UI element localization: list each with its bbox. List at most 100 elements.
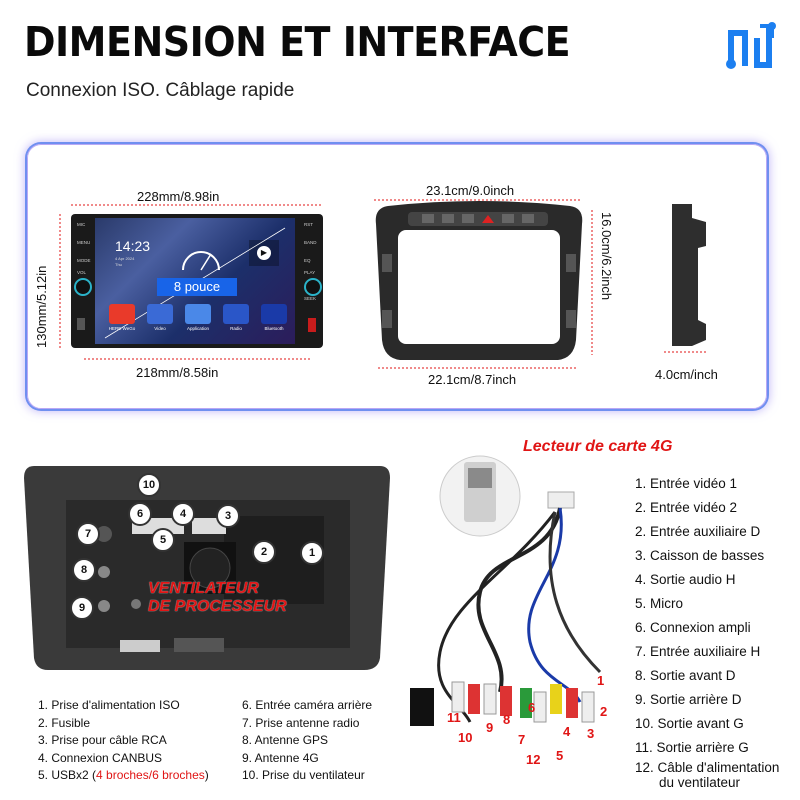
unit-width-top-label: 228mm/8.98in (137, 189, 220, 204)
cable-num-3: 3 (587, 726, 595, 741)
legend-item: 6. Entrée caméra arrière (242, 698, 373, 712)
screen-date: 4 Apr 2024 (115, 256, 135, 261)
legend-item: 4. Connexion CANBUS (38, 750, 163, 765)
screen-size-badge: 8 pouce (157, 278, 237, 296)
cable-num-11: 11 (447, 710, 461, 725)
red-port-icon (308, 318, 316, 332)
bluetooth-app-icon (261, 304, 287, 324)
legend-item: 10. Sortie avant G (635, 716, 744, 731)
legend-item: 2. Fusible (38, 715, 91, 730)
page-title: DIMENSION ET INTERFACE (24, 18, 571, 66)
fan-label-line2: DE PROCESSEUR (148, 598, 287, 615)
legend-item: 6. Connexion ampli (635, 620, 751, 635)
brand-logo-icon (726, 22, 776, 69)
fan-label-line1: VENTILATEUR (148, 580, 259, 597)
seek-knob (304, 278, 322, 296)
callout-4: 4 (171, 502, 195, 526)
callout-8: 8 (72, 558, 96, 582)
legend-item: 10. Prise du ventilateur (242, 768, 365, 782)
legend-item: 8. Sortie avant D (635, 668, 736, 683)
callout-2: 2 (252, 540, 276, 564)
mode-label: MODE (77, 258, 91, 263)
cable-num-8: 8 (503, 712, 511, 727)
cable-num-10: 10 (458, 730, 473, 745)
cable-num-5: 5 (556, 748, 564, 763)
legend-item: 3. Caisson de basses (635, 548, 765, 563)
usb-port-icon (77, 318, 85, 330)
legend-item: 3. Prise pour câble RCA (38, 733, 167, 747)
frame-height-label: 16.0cm/6.2inch (599, 212, 614, 301)
mounting-frame (375, 201, 583, 360)
screen-day: Thu (115, 262, 122, 267)
legend-item: 12. Câble d'alimentation (635, 760, 780, 775)
play-icon: ▶ (257, 246, 271, 260)
vol-label: VOL (77, 270, 87, 275)
fan-label: VENTILATEUR DE PROCESSEUR (148, 580, 287, 616)
cable-num-7: 7 (518, 732, 526, 747)
unit-width-bottom-label: 218mm/8.58in (136, 365, 219, 380)
harness-legend: 1. Entrée vidéo 1 2. Entrée vidéo 2 2. E… (635, 472, 779, 790)
mic-label: MIC (77, 222, 86, 227)
unit-screen: 14:23 4 Apr 2024 Thu ▶ 8 pouce HERE WeGo… (95, 218, 295, 344)
music-widget: ▶ (249, 240, 279, 266)
callout-9: 9 (70, 596, 94, 620)
callout-5: 5 (151, 528, 175, 552)
cable-num-2: 2 (600, 704, 608, 719)
rst-label: RST (304, 222, 313, 227)
legend-item: 11. Sortie arrière G (635, 740, 749, 755)
cable-num-4: 4 (563, 724, 571, 739)
legend-item: 2. Entrée auxiliaire D (635, 524, 761, 539)
usb-suffix: ) (204, 768, 209, 782)
cable-num-6: 6 (528, 700, 536, 715)
menu-label: MENU (77, 240, 91, 245)
cable-num-9: 9 (486, 720, 494, 735)
legend-item: 7. Prise antenne radio (242, 715, 360, 730)
seek-label: SEEK (304, 296, 317, 301)
app-label: Radio (230, 326, 242, 331)
radio-app-icon (223, 304, 249, 324)
speedometer-icon (182, 251, 220, 271)
legend-item: 1. Prise d'alimentation ISO (38, 698, 180, 712)
wiring-harness (410, 455, 602, 726)
usb-pins: 4 broches/6 broches (96, 768, 205, 782)
back-panel-legend-a: 1. Prise d'alimentation ISO 2. Fusible 3… (38, 697, 209, 785)
card-reader-title: Lecteur de carte 4G (523, 438, 673, 455)
app-label: Video (154, 326, 166, 331)
legend-item: 5. Micro (635, 596, 684, 611)
app-label: Application (186, 326, 209, 331)
band-label: BAND (304, 240, 317, 245)
callout-1: 1 (300, 541, 324, 565)
frame-side-view (672, 204, 706, 346)
legend-item: 4. Sortie audio H (635, 572, 736, 587)
screen-clock: 14:23 (115, 238, 151, 254)
callout-3: 3 (216, 504, 240, 528)
callout-7: 7 (76, 522, 100, 546)
usb-prefix: 5. USBx2 ( (38, 768, 97, 782)
back-panel-legend-b: 6. Entrée caméra arrière 7. Prise antenn… (242, 697, 372, 785)
frame-width-top-label: 23.1cm/9.0inch (426, 183, 515, 198)
legend-item: 1. Entrée vidéo 1 (635, 476, 738, 491)
head-unit: MIC MENU MODE VOL RST BAND EQ PLAY SEEK … (71, 214, 323, 348)
legend-item: 2. Entrée vidéo 2 (635, 500, 738, 515)
legend-item: 9. Sortie arrière D (635, 692, 742, 707)
callout-10: 10 (137, 473, 161, 497)
eq-label: EQ (304, 258, 311, 263)
app-label: Bluetooth (264, 326, 284, 331)
legend-item: 9. Antenne 4G (242, 750, 319, 765)
cable-num-1: 1 (597, 673, 605, 688)
page-subtitle: Connexion ISO. Câblage rapide (26, 80, 295, 101)
legend-item: 8. Antenne GPS (242, 733, 329, 747)
application-app-icon (185, 304, 211, 324)
legend-item: du ventilateur (659, 775, 741, 790)
callout-6: 6 (128, 502, 152, 526)
volume-knob (74, 278, 92, 296)
legend-item-usb: 5. USBx2 (4 broches/6 broches) (38, 767, 209, 785)
legend-item: 7. Entrée auxiliaire H (635, 644, 761, 659)
app-label: HERE WeGo (108, 326, 136, 331)
navigation-app-icon (109, 304, 135, 324)
back-panel (24, 466, 390, 670)
video-app-icon (147, 304, 173, 324)
frame-width-bottom-label: 22.1cm/8.7inch (428, 372, 517, 387)
cable-num-12: 12 (526, 752, 541, 767)
